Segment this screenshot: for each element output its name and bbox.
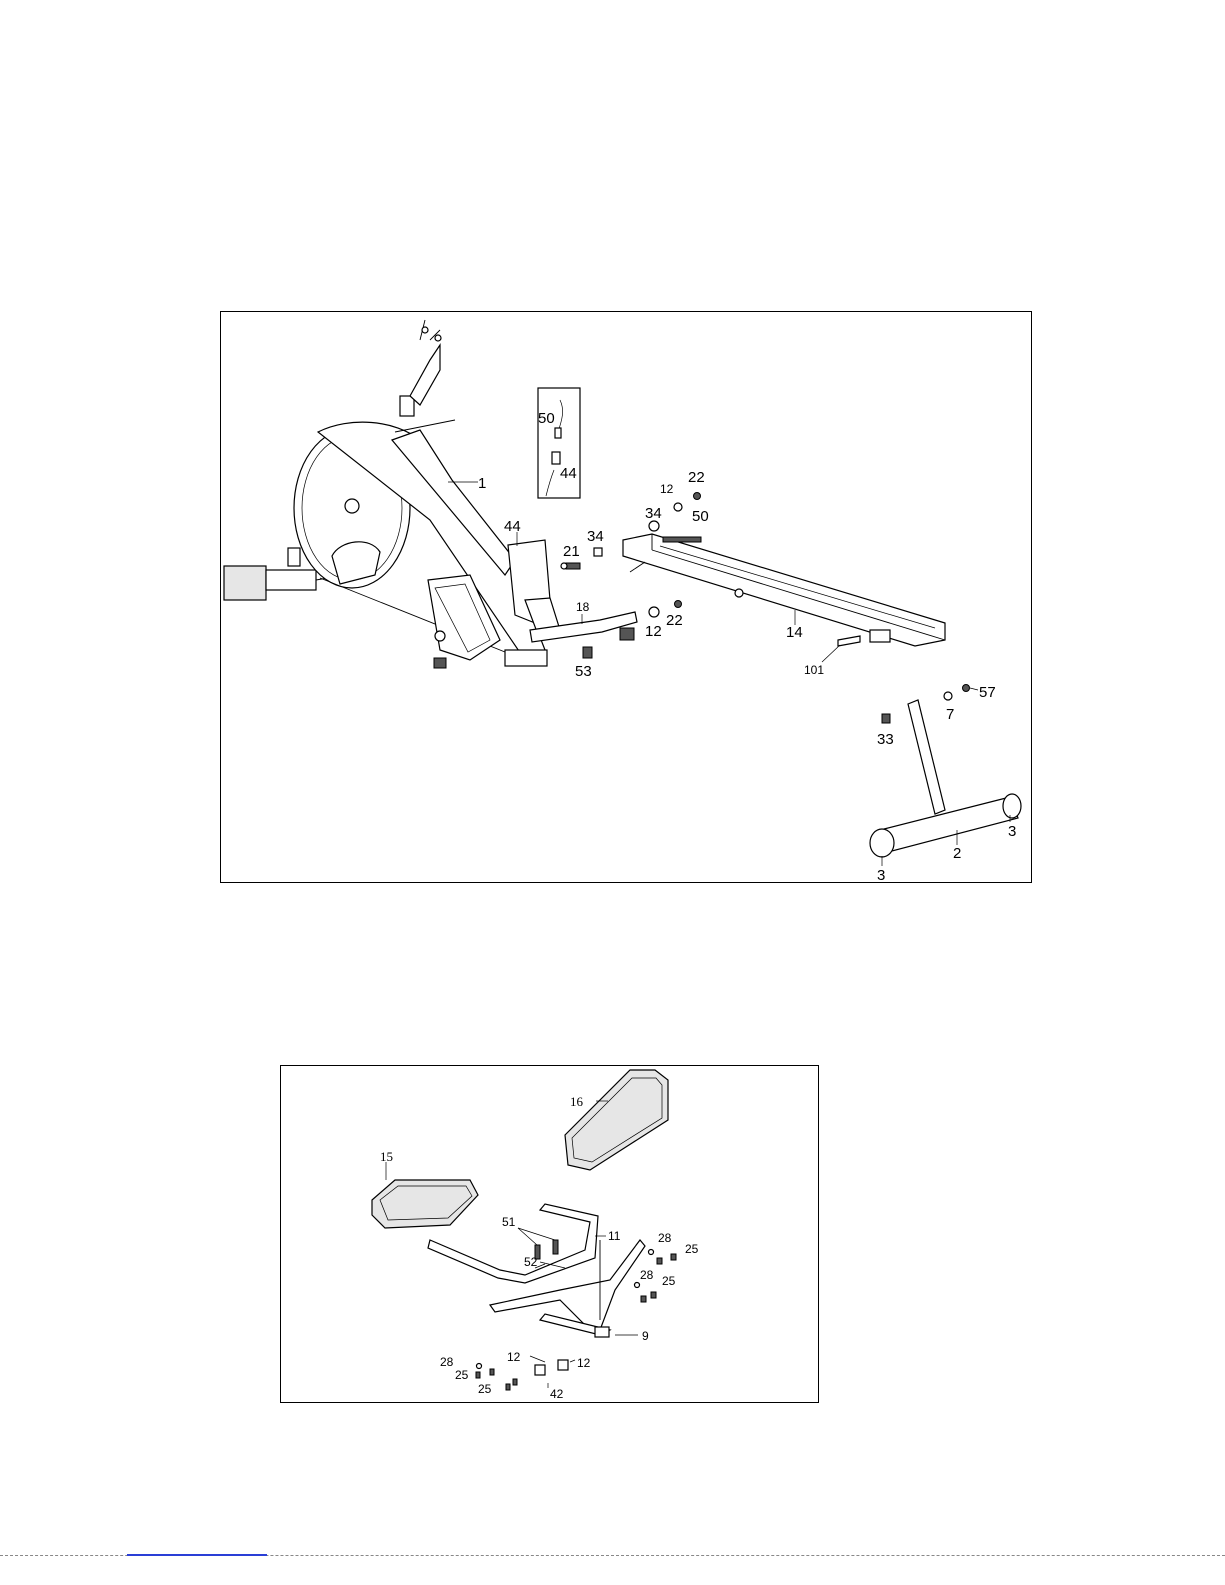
slide-rail-drawing [623,534,945,646]
label-part-12-a: 12 [645,623,662,640]
label-part-34-b: 34 [645,505,662,522]
label-part-57: 57 [979,684,996,701]
leader-lines-figure1 [448,482,1010,866]
label-part-1: 1 [478,475,486,492]
label-part-22-b: 22 [688,469,705,486]
main-frame-drawing [294,320,547,668]
footer-link-underline [127,1554,267,1556]
label-part-33: 33 [877,731,894,748]
label-part-14: 14 [786,624,803,641]
label-part-3-right: 3 [1008,823,1016,840]
label-part-53: 53 [575,663,592,680]
label-part-12-b: 12 [660,482,674,496]
label-part-7: 7 [946,706,954,723]
label-part-22-a: 22 [666,612,683,629]
label-part-21: 21 [563,543,580,560]
inset-label-44: 44 [560,465,577,482]
exploded-view-seat-assembly [280,1065,819,1403]
inset-detail-box: 50 44 [538,388,580,498]
label-part-34-a: 34 [587,528,604,545]
label-part-44: 44 [504,518,521,535]
label-part-3-left: 3 [877,867,885,884]
label-part-50: 50 [692,508,709,525]
label-part-101: 101 [804,663,824,677]
label-part-2: 2 [953,845,961,862]
label-part-18: 18 [576,600,590,614]
inset-label-50: 50 [538,410,555,427]
